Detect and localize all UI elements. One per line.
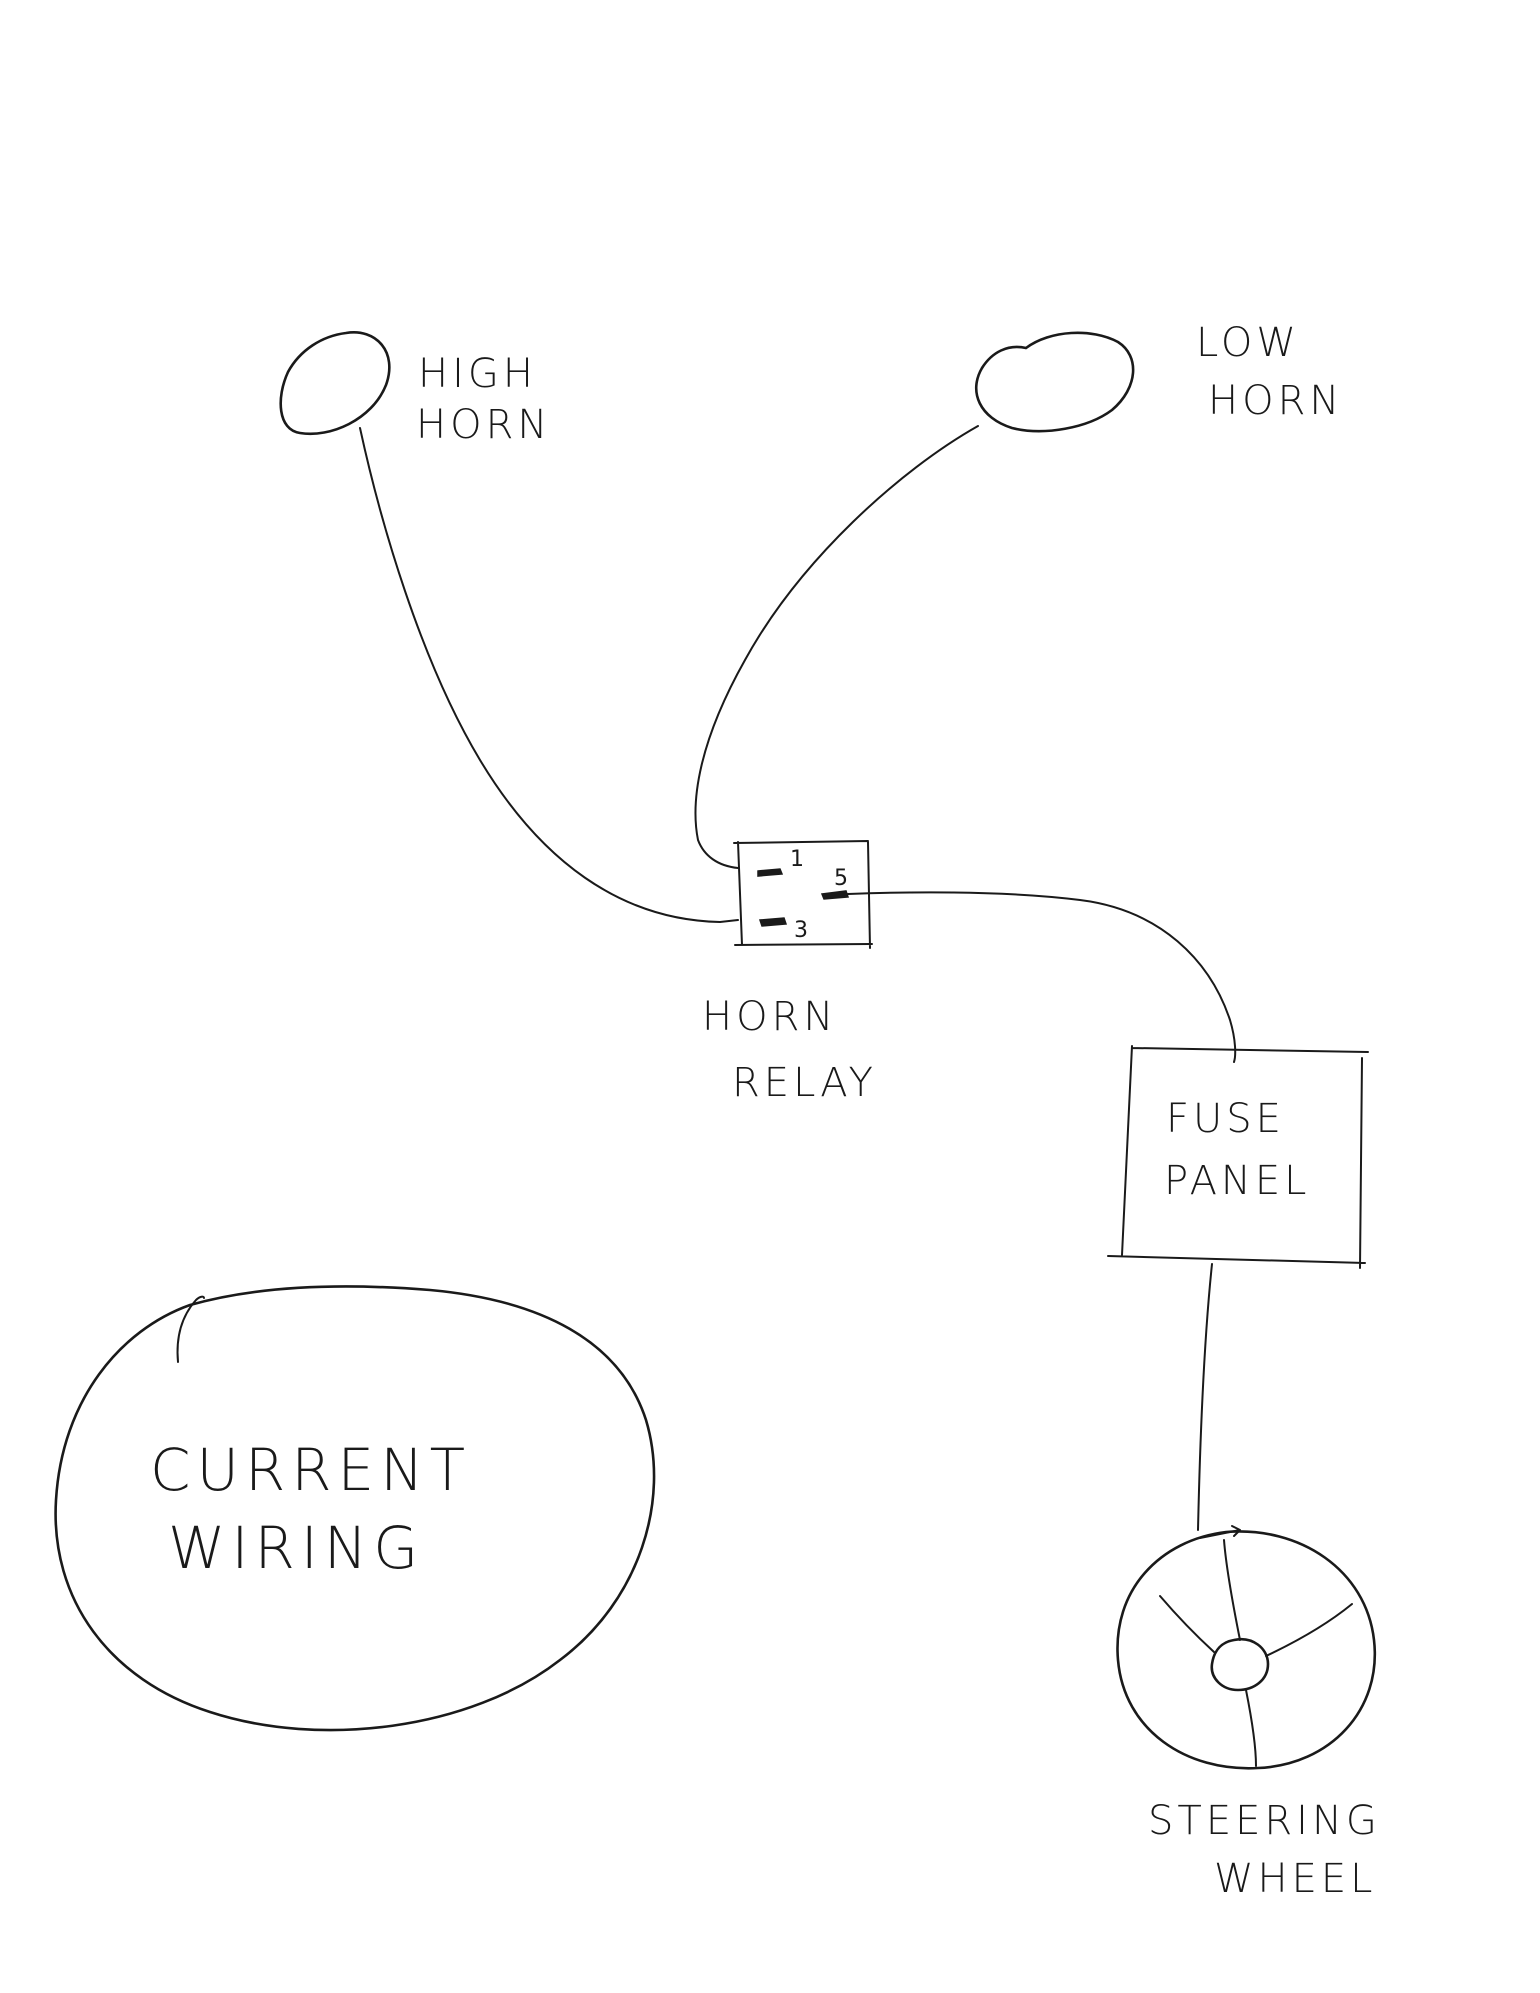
steering-wheel-hub	[1210, 1637, 1270, 1692]
steering-wheel-spoke-right	[1265, 1603, 1353, 1657]
horn-relay-pin-5: 5	[834, 866, 848, 891]
steering-wheel-label-line1: STEERING	[1148, 1798, 1381, 1844]
horn-relay-pin-1: 1	[790, 847, 804, 872]
steering-wheel-horn-contact	[1199, 1525, 1241, 1539]
horn-relay-box	[733, 840, 873, 949]
fuse-panel: FUSE PANEL	[1107, 1045, 1369, 1269]
horn-relay-terminal-3	[758, 917, 788, 927]
steering-wheel-spoke-bottom	[1245, 1689, 1257, 1767]
note-line-1: CURRENT	[150, 1436, 471, 1504]
high-horn-label-line1: HIGH	[418, 351, 537, 397]
low-horn: LOW HORN	[974, 320, 1343, 433]
note-line-2: WIRING	[168, 1514, 424, 1582]
horn-relay-terminal-5	[820, 890, 850, 900]
fuse-panel-box	[1107, 1045, 1369, 1269]
note-bubble-tail	[176, 1295, 205, 1363]
steering-wheel-rim	[1116, 1530, 1377, 1770]
high-horn: HIGH HORN	[279, 331, 551, 448]
horn-relay-pin-3: 3	[794, 918, 808, 943]
steering-wheel-spoke-top	[1223, 1539, 1241, 1641]
wire-relay-to-fuse-panel	[847, 891, 1237, 1063]
wire-low-horn-to-relay	[694, 425, 979, 869]
steering-wheel: STEERING WHEEL	[1116, 1525, 1381, 1902]
steering-wheel-label-line2: WHEEL	[1214, 1856, 1376, 1902]
low-horn-shape	[974, 331, 1135, 433]
horn-relay-label-line2: RELAY	[732, 1060, 877, 1106]
horn-relay-terminal-1	[757, 868, 784, 877]
current-wiring-note: CURRENT WIRING	[54, 1285, 656, 1732]
horn-relay: 1 3 5 HORN RELAY	[702, 840, 877, 1106]
high-horn-label-line2: HORN	[416, 402, 551, 448]
high-horn-shape	[279, 331, 391, 436]
low-horn-label-line2: HORN	[1208, 378, 1343, 424]
horn-relay-label-line1: HORN	[702, 994, 837, 1040]
note-bubble	[54, 1285, 656, 1732]
low-horn-label-line1: LOW	[1196, 320, 1300, 366]
wire-high-horn-to-relay	[359, 427, 739, 923]
steering-wheel-spoke-left	[1159, 1595, 1215, 1653]
fuse-panel-label-line2: PANEL	[1164, 1158, 1310, 1204]
fuse-panel-label-line1: FUSE	[1166, 1096, 1285, 1142]
wire-fuse-panel-to-steering-wheel	[1197, 1263, 1213, 1531]
